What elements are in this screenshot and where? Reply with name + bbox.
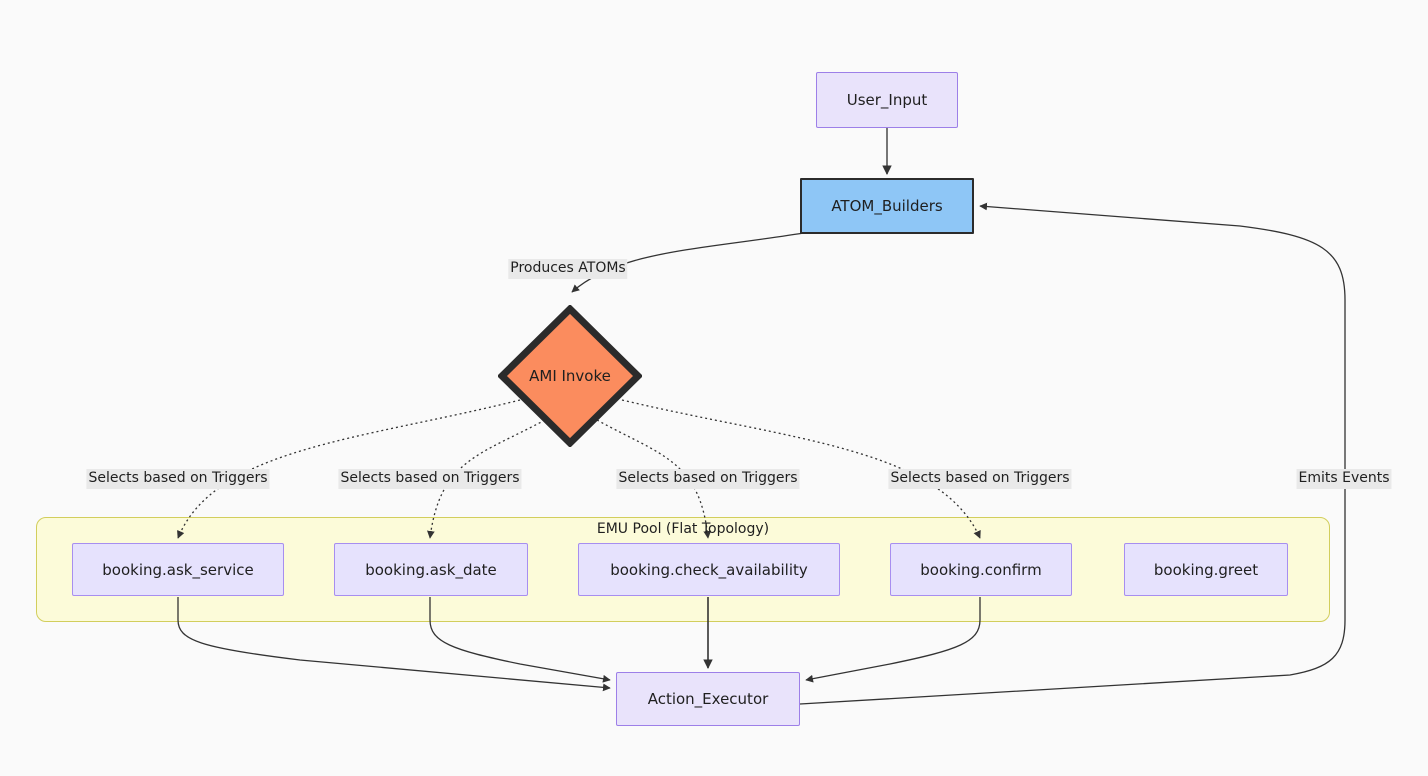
node-booking-greet-label: booking.greet [1153,560,1259,579]
subgraph-emu-pool-title: EMU Pool (Flat Topology) [596,521,770,537]
edge-confirm-to-action-executor [805,597,981,683]
edge-label-produces-atoms: Produces ATOMs [508,259,628,279]
edge-label-emits-events: Emits Events [1296,469,1392,489]
node-action-executor-label: Action_Executor [647,690,769,708]
node-booking-check-availability[interactable]: booking.check_availability [578,543,840,596]
edge-label-selects-ask-date: Selects based on Triggers [338,469,522,489]
edge-ami-invoke-to-ask-date [427,419,546,539]
node-booking-ask-service-label: booking.ask_service [102,560,254,579]
edge-label-selects-check-availability: Selects based on Triggers [616,469,800,489]
node-user-input-label: User_Input [846,91,928,109]
edge-ami-invoke-to-ask-service [177,399,521,539]
edge-label-selects-confirm: Selects based on Triggers [888,469,1072,489]
edge-ami-invoke-to-confirm [621,399,981,539]
node-booking-confirm[interactable]: booking.confirm [890,543,1072,596]
node-atom-builders[interactable]: ATOM_Builders [800,178,974,234]
node-booking-ask-date-label: booking.ask_date [365,560,497,579]
node-atom-builders-label: ATOM_Builders [831,197,943,215]
node-ami-invoke-label: AMI Invoke [529,367,611,385]
edge-label-selects-ask-service: Selects based on Triggers [86,469,270,489]
diamond-shape [498,305,642,447]
node-ami-invoke[interactable]: AMI Invoke [498,305,642,447]
node-booking-ask-service[interactable]: booking.ask_service [72,543,284,596]
edge-ask-date-to-action-executor [429,597,611,683]
node-booking-confirm-label: booking.confirm [920,560,1042,579]
node-user-input[interactable]: User_Input [816,72,958,128]
edge-ask-service-to-action-executor [177,597,611,692]
node-action-executor[interactable]: Action_Executor [616,672,800,726]
node-booking-check-availability-label: booking.check_availability [610,560,808,579]
node-booking-ask-date[interactable]: booking.ask_date [334,543,528,596]
node-booking-greet[interactable]: booking.greet [1124,543,1288,596]
edge-action-executor-to-atom-builders [799,202,1346,705]
